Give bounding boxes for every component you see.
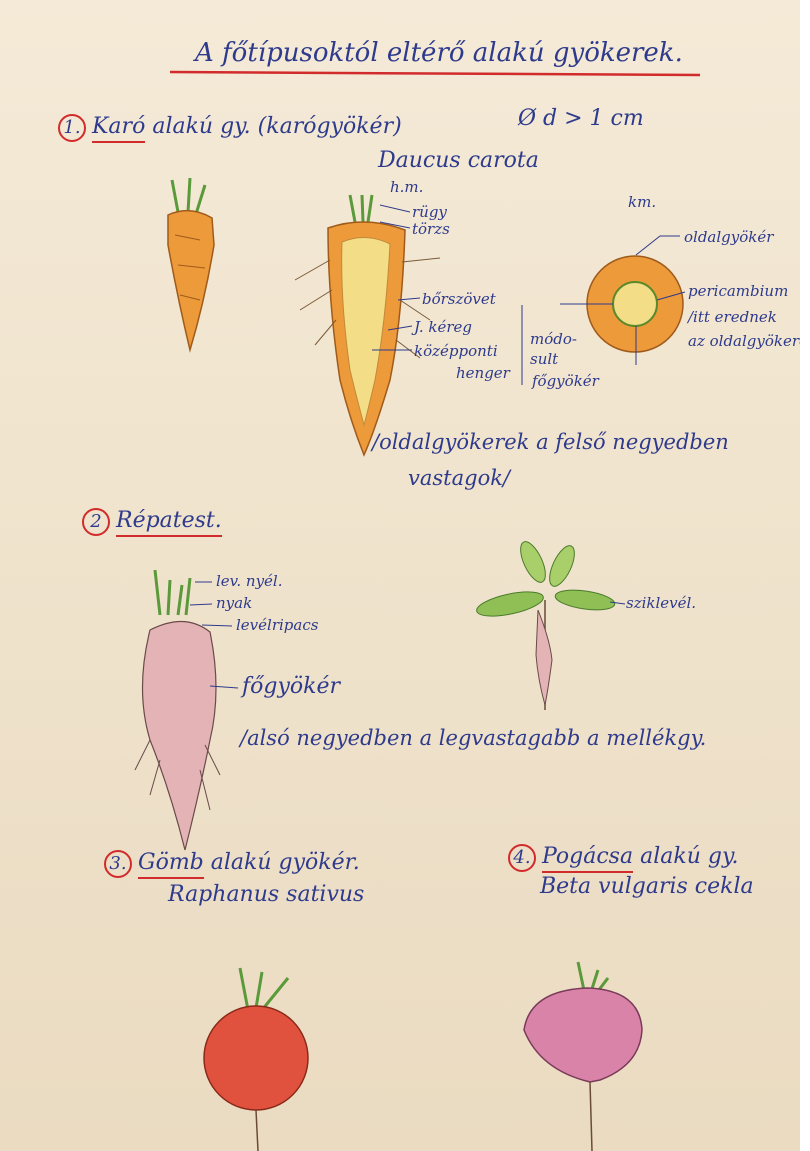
section3-number: 3. xyxy=(104,850,132,878)
section2-number: 2 xyxy=(82,508,110,536)
label-rugy: rügy xyxy=(412,205,447,220)
section1-heading-rest: alakú gy. (karógyökér) xyxy=(152,114,401,139)
section1-note-line2: vastagok/ xyxy=(408,468,510,489)
label-fogyoker: főgyökér xyxy=(532,374,599,389)
seedling-drawing xyxy=(475,538,625,710)
section3-heading: 3.Gömb alakú gyökér. xyxy=(104,850,360,878)
label-henger: henger xyxy=(456,366,510,381)
section3-heading-name: Gömb xyxy=(138,850,204,879)
label-fogyoker-2: főgyökér xyxy=(242,676,340,698)
label-modo: módo- xyxy=(530,332,577,347)
radish-drawing xyxy=(204,968,308,1151)
section1-species: Daucus carota xyxy=(378,150,539,172)
section2-note: /alsó negyedben a legvastagabb a mellékg… xyxy=(240,728,706,749)
section4-number: 4. xyxy=(508,844,536,872)
section4-species: Beta vulgaris cekla xyxy=(540,876,754,898)
cekla-drawing xyxy=(524,962,642,1151)
label-sziklevel: sziklevél. xyxy=(626,596,696,611)
section3-species: Raphanus sativus xyxy=(168,884,364,906)
section1-note-line1: /oldalgyökerek a felső negyedben xyxy=(372,432,729,453)
label-itt-erednek: /itt erednek xyxy=(688,310,777,325)
section1-number: 1. xyxy=(58,114,86,142)
label-kereg: J. kéreg xyxy=(414,320,472,335)
label-km: km. xyxy=(628,195,656,210)
page-edge xyxy=(800,0,810,1151)
carrot-cross-section-drawing xyxy=(560,236,685,365)
beet-drawing xyxy=(135,570,238,850)
label-oldalgyoker: oldalgyökér xyxy=(684,230,773,245)
diameter-note: Ø d > 1 cm xyxy=(518,108,644,130)
section4-heading-rest: alakú gy. xyxy=(640,844,738,869)
label-borszovet: bőrszövet xyxy=(422,292,496,307)
label-pericambium: pericambium xyxy=(688,284,788,299)
section1-heading: 1.Karó alakú gy. (karógyökér) xyxy=(58,114,402,142)
label-sult: sult xyxy=(530,352,558,367)
title-underline xyxy=(170,72,700,75)
section4-heading-name: Pogácsa xyxy=(542,844,633,873)
label-nyak: nyak xyxy=(216,596,252,611)
section1-heading-name: Karó xyxy=(92,114,145,143)
label-kozeppont: középponti xyxy=(414,344,498,359)
section3-heading-rest: alakú gyökér. xyxy=(211,850,360,875)
section2-heading-text: Répatest. xyxy=(116,508,222,537)
label-lev-nyel: lev. nyél. xyxy=(216,574,282,589)
label-hm: h.m. xyxy=(390,180,423,195)
section4-heading: 4.Pogácsa alakú gy. xyxy=(508,844,738,872)
label-torzs: törzs xyxy=(412,222,450,237)
label-levelripacs: levélripacs xyxy=(236,618,318,633)
carrot-section-drawing xyxy=(295,195,522,455)
page-title: A főtípusoktól eltérő alakú gyökerek. xyxy=(195,40,683,66)
label-az-oldalgyokerek: az oldalgyökerek xyxy=(688,334,810,349)
carrot-small-drawing xyxy=(168,178,214,350)
